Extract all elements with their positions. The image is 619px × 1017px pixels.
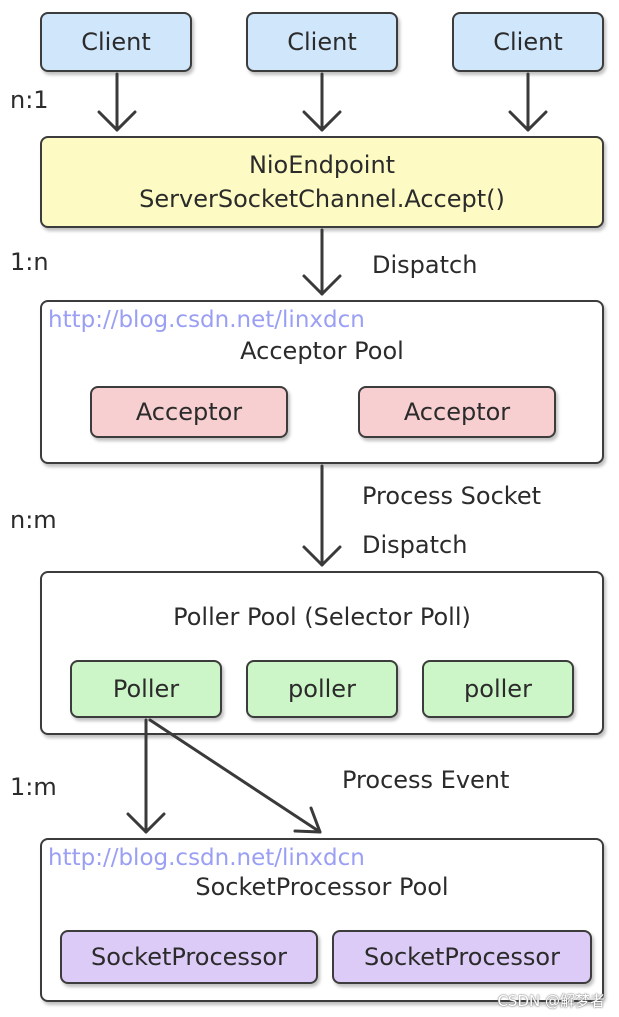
socket-processor-box-2: SocketProcessor (332, 930, 592, 984)
poller-box-3: poller (422, 660, 574, 718)
arrow-client1-endpoint (97, 72, 137, 132)
arrow-poller-socket-processor-1 (126, 718, 166, 834)
ratio-n-1: n:1 (10, 86, 49, 114)
client-box-2: Client (246, 12, 398, 72)
arrow-poller-socket-processor-2 (148, 718, 322, 834)
poller-box-2: poller (246, 660, 398, 718)
acceptor-box-1: Acceptor (90, 386, 288, 438)
client-box-3: Client (452, 12, 604, 72)
acceptor-label: Acceptor (403, 398, 511, 426)
arrow-acceptor-pool-poller-pool (302, 464, 342, 567)
client-label: Client (493, 28, 563, 56)
watermark-url: http://blog.csdn.net/linxdcn (48, 307, 365, 333)
nio-endpoint-box: NioEndpoint ServerSocketChannel.Accept() (40, 136, 604, 228)
client-label: Client (81, 28, 151, 56)
client-box-1: Client (40, 12, 192, 72)
acceptor-box-2: Acceptor (358, 386, 556, 438)
ratio-1-n: 1:n (10, 248, 49, 276)
edge-label-process-event: Process Event (342, 766, 510, 794)
arrow-client3-endpoint (508, 72, 548, 132)
ratio-n-m: n:m (10, 506, 57, 534)
socket-processor-box-1: SocketProcessor (60, 930, 318, 984)
poller-pool-title: Poller Pool (Selector Poll) (173, 603, 471, 631)
acceptor-pool-title: Acceptor Pool (240, 337, 404, 365)
client-label: Client (287, 28, 357, 56)
poller-label: Poller (112, 675, 180, 703)
endpoint-accept: ServerSocketChannel.Accept() (139, 185, 505, 213)
watermark-url: http://blog.csdn.net/linxdcn (48, 845, 365, 871)
edge-label-dispatch-2: Dispatch (362, 531, 468, 559)
socket-processor-pool-title: SocketProcessor Pool (195, 873, 449, 901)
edge-label-process-socket: Process Socket (362, 482, 542, 510)
socket-processor-label: SocketProcessor (364, 943, 560, 971)
acceptor-label: Acceptor (135, 398, 243, 426)
arrow-client2-endpoint (302, 72, 342, 132)
arrow-endpoint-acceptor-pool (302, 228, 342, 296)
poller-label: poller (288, 675, 356, 703)
endpoint-name: NioEndpoint (248, 151, 396, 179)
socket-processor-label: SocketProcessor (91, 943, 287, 971)
csdn-credit: CSDN @解梦者 (497, 992, 605, 1010)
ratio-1-m: 1:m (10, 773, 57, 801)
poller-label: poller (464, 675, 532, 703)
edge-label-dispatch: Dispatch (372, 251, 478, 279)
poller-box-1: Poller (70, 660, 222, 718)
